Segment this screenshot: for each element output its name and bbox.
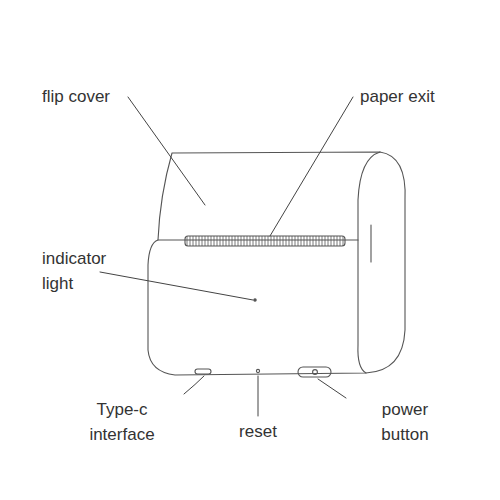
leader-line (270, 97, 353, 236)
power-button-dot (313, 370, 318, 375)
part-label: flip cover (42, 84, 172, 109)
part-label: paper exit (360, 84, 490, 109)
leader-line (184, 376, 204, 394)
paper-exit-slot (185, 236, 345, 246)
type-c-port (195, 369, 211, 374)
power-button (298, 367, 331, 377)
part-label: Type-c interface (72, 397, 172, 447)
side-panel-edge (358, 152, 380, 373)
leader-line (100, 272, 253, 300)
part-label: power button (362, 397, 448, 447)
hinge-line (370, 225, 371, 262)
part-label: reset (230, 419, 286, 444)
leader-line (318, 379, 346, 398)
part-label: indicator light (42, 246, 137, 296)
leader-line (128, 97, 205, 205)
housing-outline (148, 152, 405, 375)
indicator-light-dot (254, 299, 256, 301)
leader-line (258, 376, 259, 416)
reset-hole (256, 369, 259, 372)
